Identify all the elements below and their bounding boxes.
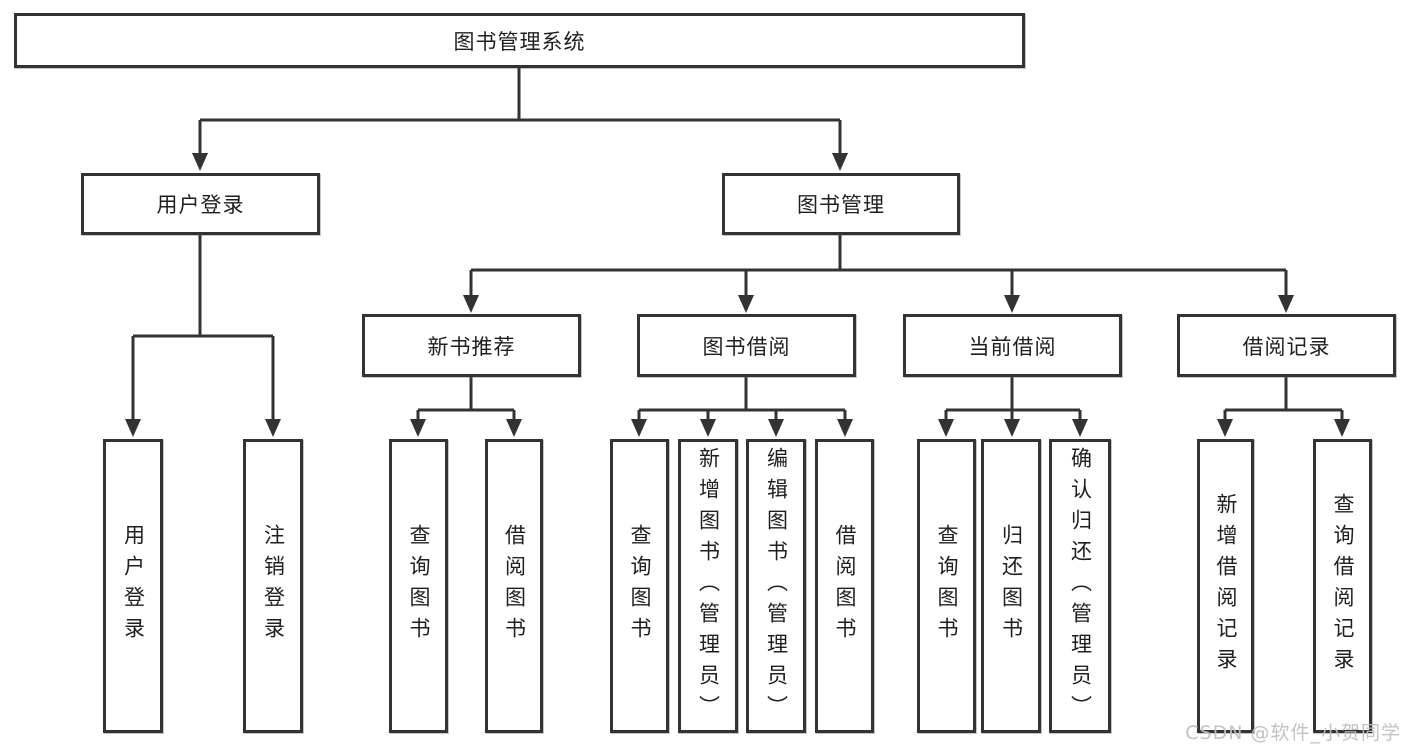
node-label: 图书管理系统: [453, 29, 586, 54]
leaf-label: 新增借阅记录: [1214, 493, 1238, 679]
leaf-logout: 注销登录: [243, 439, 303, 733]
leaf-borrow-books-recommend: 借阅图书: [485, 439, 543, 733]
node-label: 用户登录: [156, 193, 245, 217]
node-label: 当前借阅: [968, 334, 1057, 359]
node-book-borrowing: 图书借阅: [637, 314, 856, 377]
node-current-borrowing: 当前借阅: [903, 314, 1122, 377]
node-borrowing-records: 借阅记录: [1177, 314, 1396, 377]
leaf-query-books-borrowing: 查询图书: [610, 439, 669, 733]
node-label: 图书管理: [797, 193, 885, 217]
leaf-query-books-current: 查询图书: [917, 439, 976, 733]
leaf-label: 用户登录: [121, 524, 146, 648]
leaf-label: 确认归还（管理员）: [1068, 446, 1093, 726]
leaf-label: 借阅图书: [502, 524, 527, 648]
leaf-borrow-books-borrowing: 借阅图书: [815, 439, 874, 733]
node-label: 借阅记录: [1242, 334, 1331, 359]
leaf-label: 查询借阅记录: [1331, 493, 1355, 679]
leaf-label: 查询图书: [407, 524, 431, 648]
node-label: 图书借阅: [702, 334, 791, 359]
leaf-label: 编辑图书（管理员）: [764, 446, 789, 726]
leaf-label: 注销登录: [261, 524, 286, 648]
leaf-confirm-return-admin: 确认归还（管理员）: [1049, 439, 1111, 733]
node-new-book-recommendation: 新书推荐: [362, 314, 581, 377]
leaf-add-book-admin: 新增图书（管理员）: [678, 439, 738, 733]
leaf-label: 新增图书（管理员）: [696, 446, 721, 726]
node-user-login: 用户登录: [81, 173, 320, 235]
leaf-return-book: 归还图书: [981, 439, 1041, 733]
leaf-label: 归还图书: [999, 524, 1024, 648]
leaf-user-login: 用户登录: [103, 439, 163, 733]
leaf-edit-book-admin: 编辑图书（管理员）: [746, 439, 806, 733]
leaf-label: 查询图书: [628, 524, 652, 648]
node-library-management-system: 图书管理系统: [14, 13, 1025, 68]
csdn-watermark: CSDN @软件_小贺同学: [1185, 722, 1401, 744]
node-label: 新书推荐: [427, 334, 516, 359]
leaf-add-borrow-record: 新增借阅记录: [1197, 439, 1254, 733]
leaf-query-books-recommend: 查询图书: [389, 439, 448, 733]
node-book-management: 图书管理: [722, 173, 960, 235]
leaf-query-borrow-record: 查询借阅记录: [1313, 439, 1372, 733]
leaf-label: 查询图书: [935, 524, 959, 648]
leaf-label: 借阅图书: [833, 524, 857, 648]
